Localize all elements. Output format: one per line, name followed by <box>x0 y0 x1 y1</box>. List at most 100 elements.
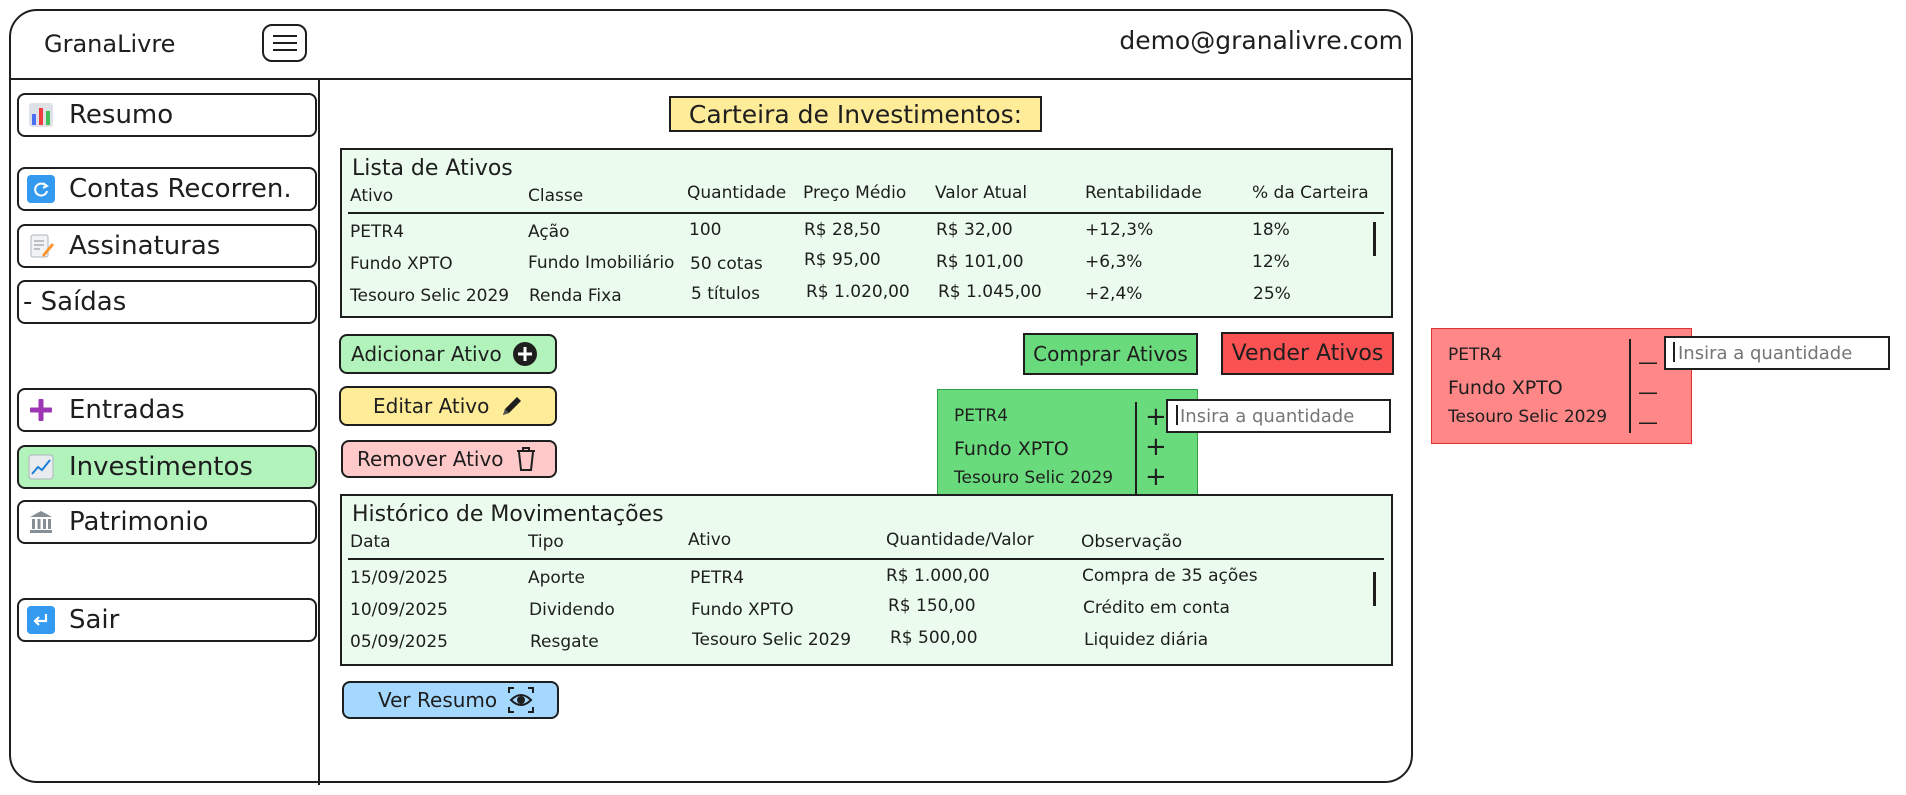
buy-option-petr4[interactable]: PETR4 <box>954 406 1009 426</box>
plus-circle-icon <box>512 341 538 367</box>
sidebar-item-label: Patrimonio <box>69 507 209 537</box>
buy-assets-button[interactable]: Comprar Ativos <box>1023 333 1198 375</box>
view-summary-button[interactable]: Ver Resumo <box>342 681 559 719</box>
sell-option-tesouro-selic[interactable]: Tesouro Selic 2029 <box>1448 407 1608 427</box>
cell-classe: Renda Fixa <box>529 286 622 306</box>
column-header[interactable]: % da Carteira <box>1252 183 1369 203</box>
column-header[interactable]: Quantidade/Valor <box>886 530 1034 550</box>
refresh-icon <box>27 175 55 203</box>
edit-asset-button[interactable]: Editar Ativo <box>339 386 557 426</box>
buy-option-tesouro-selic[interactable]: Tesouro Selic 2029 <box>954 468 1114 488</box>
decrement-icon[interactable]: — <box>1638 380 1658 404</box>
dropdown-separator <box>1135 402 1137 494</box>
column-header[interactable]: Observação <box>1081 532 1183 552</box>
column-header[interactable]: Tipo <box>528 532 564 552</box>
sidebar-item-label: Resumo <box>69 100 174 130</box>
cell-valor-atual: R$ 101,00 <box>936 252 1024 272</box>
column-header[interactable]: Quantidade <box>687 183 787 203</box>
sell-assets-label: Vender Ativos <box>1231 341 1384 366</box>
decrement-icon[interactable]: — <box>1638 350 1658 374</box>
sidebar-item-label: Assinaturas <box>69 231 221 261</box>
sidebar-item-assinaturas[interactable]: Assinaturas <box>17 224 317 268</box>
sidebar-item-entradas[interactable]: Entradas <box>17 388 317 432</box>
buy-assets-label: Comprar Ativos <box>1033 342 1188 366</box>
table-header-rule <box>348 558 1384 560</box>
assets-panel: Lista de Ativos Ativo Classe Quantidade … <box>340 148 1393 318</box>
cell-observacao: Crédito em conta <box>1083 598 1230 618</box>
text-caret <box>1176 405 1178 425</box>
increment-icon[interactable]: + <box>1145 432 1167 462</box>
cell-tipo: Resgate <box>530 632 599 652</box>
sidebar-item-saidas[interactable]: - Saídas <box>17 280 317 324</box>
sell-option-petr4[interactable]: PETR4 <box>1448 345 1503 365</box>
app-window <box>9 9 1413 783</box>
sidebar-item-label: Sair <box>69 605 120 635</box>
cell-data: 10/09/2025 <box>350 600 448 620</box>
cell-rentabilidade: +6,3% <box>1085 252 1143 272</box>
sidebar-divider <box>318 80 320 785</box>
buy-option-fundo-xpto[interactable]: Fundo XPTO <box>954 438 1069 460</box>
cell-rentabilidade: +12,3% <box>1085 220 1154 240</box>
cell-ativo: Tesouro Selic 2029 <box>350 286 510 306</box>
column-header[interactable]: Preço Médio <box>803 183 907 203</box>
add-asset-button[interactable]: Adicionar Ativo <box>339 334 557 374</box>
sidebar-item-resumo[interactable]: Resumo <box>17 93 317 137</box>
user-email[interactable]: demo@granalivre.com <box>1119 26 1403 55</box>
column-header[interactable]: Rentabilidade <box>1085 183 1202 203</box>
sidebar-item-patrimonio[interactable]: Patrimonio <box>17 500 317 544</box>
sidebar-item-label: Entradas <box>69 395 185 425</box>
cell-valor-atual: R$ 1.045,00 <box>938 282 1042 302</box>
decrement-icon[interactable]: — <box>1638 410 1658 434</box>
cell-valor: R$ 500,00 <box>890 628 978 648</box>
column-header[interactable]: Valor Atual <box>935 183 1028 203</box>
sell-option-fundo-xpto[interactable]: Fundo XPTO <box>1448 377 1563 399</box>
cell-preco-medio: R$ 95,00 <box>804 250 881 270</box>
column-header[interactable]: Data <box>350 532 391 552</box>
remove-asset-button[interactable]: Remover Ativo <box>341 440 557 478</box>
sidebar-item-investimentos[interactable]: Investimentos <box>17 445 317 489</box>
column-header[interactable]: Ativo <box>350 186 394 206</box>
sidebar-item-label: Investimentos <box>69 452 253 482</box>
eye-icon <box>507 686 535 714</box>
cell-data: 15/09/2025 <box>350 568 448 588</box>
cell-quantidade: 5 títulos <box>691 284 761 304</box>
cell-preco-medio: R$ 1.020,00 <box>806 282 910 302</box>
cell-valor-atual: R$ 32,00 <box>936 220 1013 240</box>
table-header-rule <box>348 212 1384 214</box>
history-scrollbar[interactable] <box>1373 572 1376 606</box>
column-header[interactable]: Classe <box>528 186 584 206</box>
history-panel: Histórico de Movimentações Data Tipo Ati… <box>340 494 1393 666</box>
sidebar-item-contas-recorrentes[interactable]: Contas Recorren. <box>17 167 317 211</box>
brand-logo: GranaLivre <box>44 30 176 58</box>
sell-quantity-input[interactable] <box>1664 336 1890 370</box>
buy-quantity-input[interactable] <box>1166 399 1391 433</box>
increment-icon[interactable]: + <box>1145 402 1167 432</box>
cell-ativo: Fundo XPTO <box>350 254 453 274</box>
cell-percentual: 18% <box>1252 220 1290 240</box>
text-caret <box>1673 342 1675 362</box>
cell-classe: Fundo Imobiliário <box>528 253 675 273</box>
hamburger-menu-icon[interactable] <box>262 24 307 62</box>
return-arrow-icon <box>27 606 55 634</box>
sell-assets-button[interactable]: Vender Ativos <box>1221 332 1394 375</box>
pencil-icon <box>499 393 525 419</box>
sidebar-item-label: - Saídas <box>23 287 127 317</box>
sidebar-item-sair[interactable]: Sair <box>17 598 317 642</box>
sell-dropdown: PETR4 Fundo XPTO Tesouro Selic 2029 — — … <box>1431 328 1692 444</box>
assets-scrollbar[interactable] <box>1373 222 1376 256</box>
cell-quantidade: 50 cotas <box>690 254 763 274</box>
cell-ativo: PETR4 <box>350 222 405 242</box>
trend-chart-icon <box>27 453 55 481</box>
increment-icon[interactable]: + <box>1145 462 1167 492</box>
memo-icon <box>27 232 55 260</box>
bank-icon <box>27 508 55 536</box>
header-divider <box>10 78 1412 80</box>
cell-valor: R$ 1.000,00 <box>886 566 990 586</box>
cell-rentabilidade: +2,4% <box>1085 284 1143 304</box>
remove-asset-label: Remover Ativo <box>357 447 504 471</box>
cell-tipo: Dividendo <box>529 600 615 620</box>
bar-chart-icon <box>27 101 55 129</box>
view-summary-label: Ver Resumo <box>378 688 498 712</box>
cell-ativo: Tesouro Selic 2029 <box>692 630 852 650</box>
column-header[interactable]: Ativo <box>688 530 732 550</box>
